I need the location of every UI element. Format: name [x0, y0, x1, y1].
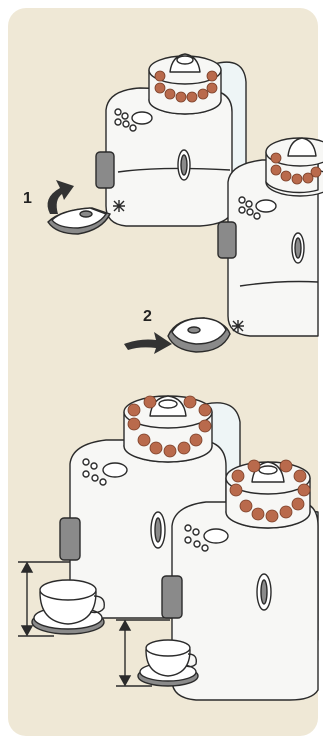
drip-tray-inserted	[167, 317, 231, 353]
step-1-label: 1	[23, 190, 32, 207]
coffee-beans-bottom-right	[229, 459, 311, 523]
drip-tray-removed	[47, 207, 111, 235]
large-cup	[31, 579, 105, 635]
height-dimension-arrow-icon	[18, 561, 70, 637]
height-dimension-arrow-icon	[116, 619, 170, 687]
coffee-machine-top-right	[217, 137, 323, 337]
arrow-right-icon	[124, 332, 172, 354]
coffee-machine-top-left	[95, 53, 247, 227]
coffee-beans-bottom-left	[127, 395, 212, 458]
coffee-beans-top-left	[154, 70, 218, 103]
arrow-up-icon	[47, 180, 74, 214]
step-2-label: 2	[143, 308, 152, 325]
small-cup	[137, 639, 199, 687]
coffee-beans-top-right	[270, 152, 322, 185]
